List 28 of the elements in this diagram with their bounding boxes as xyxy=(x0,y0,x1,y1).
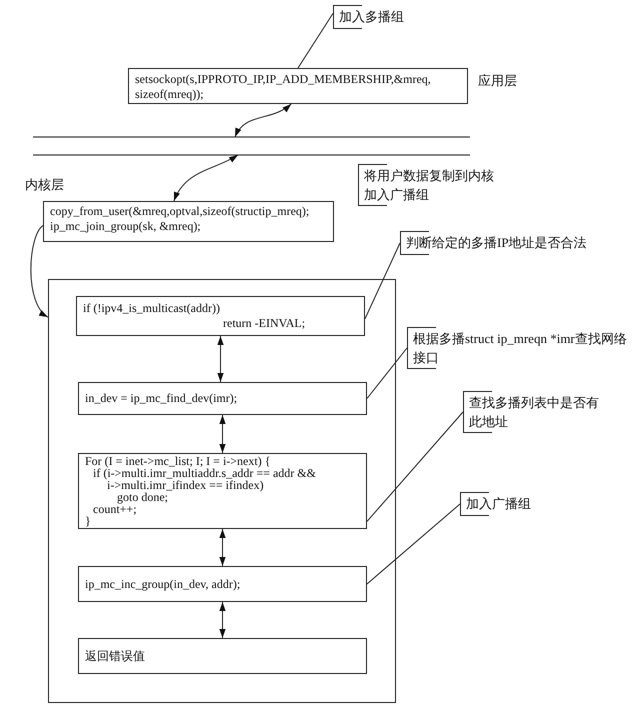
leader-line xyxy=(298,12,334,68)
annotation-bracket: 加入广播组 xyxy=(460,492,550,516)
leader-line xyxy=(364,242,400,320)
arrow xyxy=(234,104,292,138)
code-box: setsockopt(s,IPPROTO_IP,IP_ADD_MEMBERSHIP,&mreq, sizeof(mreq)); xyxy=(128,68,468,104)
leader-line xyxy=(366,412,464,522)
annotation-bracket: 根据多播struct ip_mreqn *imr查找网络接口 xyxy=(407,327,639,369)
annotation-bracket: 判断给定的多播IP地址是否合法 xyxy=(400,231,590,255)
arrow xyxy=(30,225,48,318)
leader-line xyxy=(366,348,408,399)
annotation-bracket: 将用户数据复制到内核加入广播组 xyxy=(358,164,500,206)
layer-label: 内核层 xyxy=(25,176,64,194)
code-box: copy_from_user(&mreq,optval,sizeof(structip_mreq); ip_mc_join_group(sk, &mreq); xyxy=(43,201,334,242)
arrow xyxy=(217,336,224,382)
code-box: 返回错误值 xyxy=(78,638,367,674)
function-frame xyxy=(48,279,396,703)
code-box: ip_mc_inc_group(in_dev, addr); xyxy=(78,566,367,602)
code-box: in_dev = ip_mc_find_dev(imr); xyxy=(78,382,367,415)
layer-label: 应用层 xyxy=(478,72,517,90)
annotation-bracket: 查找多播列表中是否有此地址 xyxy=(463,391,605,433)
arrow xyxy=(173,154,238,202)
annotation-bracket: 加入多播组 xyxy=(333,5,453,29)
leader-line xyxy=(366,504,460,584)
arrow xyxy=(219,414,226,454)
arrow xyxy=(219,602,226,638)
arrow xyxy=(219,528,226,566)
code-box: if (!ipv4_is_multicast(addr)) return -EINVAL; xyxy=(76,296,365,336)
code-box: For (I = inet->mc_list; I; I = i->next) { if (i->multi.imr_multiaddr.s_addr == addr && i->multi.imr_ifindex == ifindex) goto done; count++; } xyxy=(78,453,367,529)
